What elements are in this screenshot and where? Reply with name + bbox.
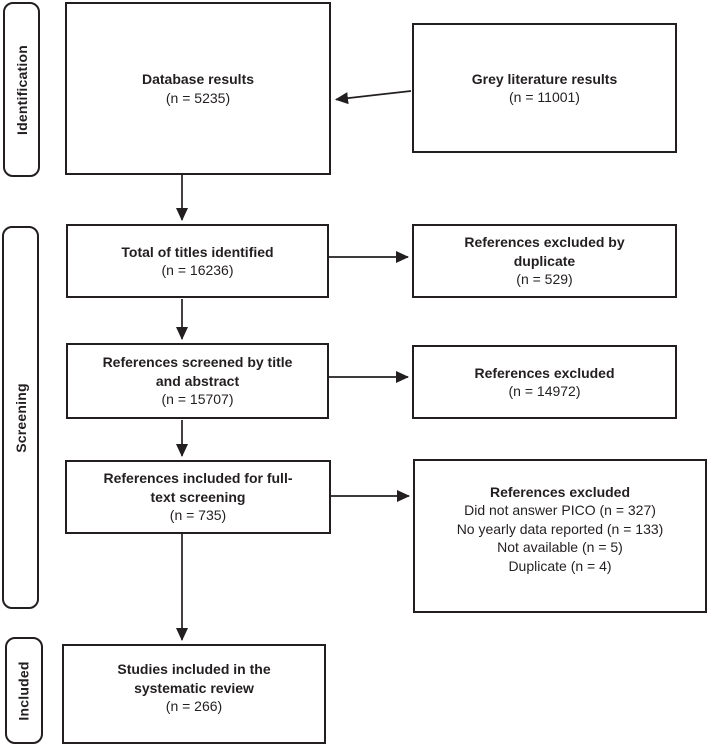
box-references-excluded-fulltext: References excluded Did not answer PICO … [413, 459, 707, 613]
box-studies-included: Studies included in the systematic revie… [62, 644, 326, 744]
stage-label-identification: Identification [3, 2, 40, 177]
box-fulltext-count: (n = 735) [169, 507, 227, 524]
box-references-excluded-by-duplicate: References excluded by duplicate (n = 52… [412, 224, 677, 298]
box-excluded-fulltext-reasons: Did not answer PICO (n = 327) No yearly … [456, 502, 664, 574]
stage-label-identification-text: Identification [13, 44, 30, 135]
box-grey-literature-results: Grey literature results (n = 11001) [412, 23, 677, 153]
box-grey-literature-count: (n = 11001) [509, 89, 580, 105]
box-references-included-fulltext: References included for full- text scree… [65, 460, 331, 534]
box-studies-included-title: Studies included in the systematic revie… [117, 661, 271, 696]
stage-label-screening: Screening [2, 226, 39, 609]
box-total-titles-title: Total of titles identified [121, 243, 274, 260]
box-screened-title: References screened by title and abstrac… [102, 354, 293, 389]
box-screened-count: (n = 15707) [161, 391, 234, 408]
box-references-screened-title-abstract: References screened by title and abstrac… [66, 343, 329, 419]
box-excluded-duplicate-title: References excluded by duplicate [464, 234, 625, 269]
box-excluded-screening-title: References excluded [474, 364, 615, 381]
box-grey-literature-title: Grey literature results [471, 70, 618, 87]
arrow-grey-to-database [335, 90, 412, 105]
box-excluded-fulltext-title: References excluded [489, 483, 631, 500]
box-excluded-screening-count: (n = 14972) [508, 383, 581, 399]
box-fulltext-title: References included for full- text scree… [103, 470, 293, 505]
box-total-titles-identified: Total of titles identified (n = 16236) [66, 224, 329, 298]
box-database-results-title: Database results [141, 71, 255, 88]
box-excluded-duplicate-count: (n = 529) [516, 271, 573, 288]
box-database-results-count: (n = 5235) [165, 89, 231, 106]
box-database-results: Database results (n = 5235) [65, 2, 331, 175]
box-references-excluded-screening: References excluded (n = 14972) [412, 345, 677, 419]
box-total-titles-count: (n = 16236) [161, 262, 234, 278]
box-studies-included-count: (n = 266) [165, 698, 223, 715]
stage-label-included-text: Included [16, 660, 33, 721]
stage-label-included: Included [5, 637, 43, 744]
stage-label-screening-text: Screening [12, 382, 29, 453]
